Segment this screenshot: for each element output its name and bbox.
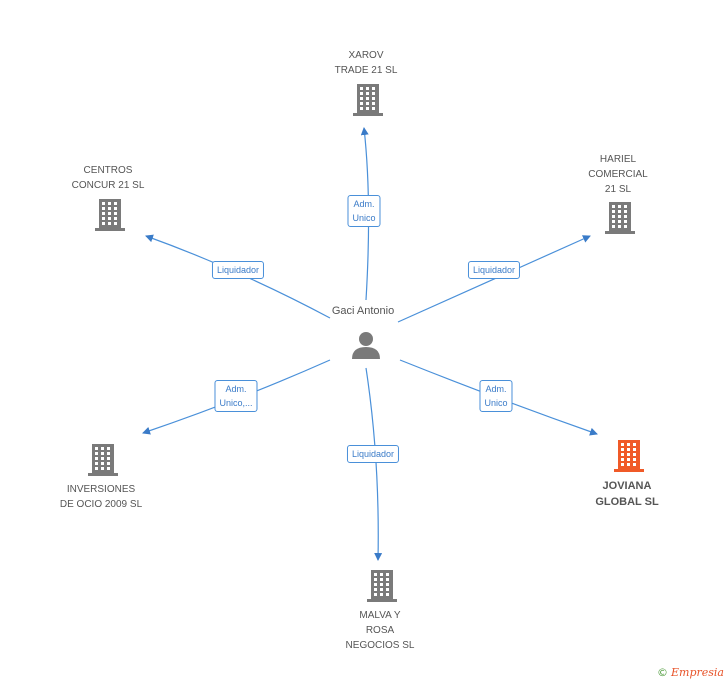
edge-label-malva[interactable]: Liquidador: [346, 445, 400, 463]
company-label-malva[interactable]: MALVA Y ROSA NEGOCIOS SL: [345, 610, 415, 651]
building-icon-inversiones[interactable]: [88, 444, 118, 476]
building-icon-hariel[interactable]: [605, 202, 635, 234]
edge-label-hariel[interactable]: Liquidador: [467, 261, 521, 279]
company-label-joviana[interactable]: JOVIANA GLOBAL SL: [595, 480, 659, 508]
company-label-inversiones[interactable]: INVERSIONES DE OCIO 2009 SL: [59, 484, 143, 510]
edge-label-centros[interactable]: Liquidador: [211, 261, 265, 279]
edge-label-joviana[interactable]: Adm. Unico: [479, 380, 513, 412]
brand-name: Empresia: [671, 666, 724, 679]
edge-hariel: [397, 235, 591, 323]
building-icon-joviana[interactable]: [614, 440, 644, 472]
person-icon[interactable]: [352, 332, 380, 359]
center-person-label[interactable]: Gaci Antonio: [331, 305, 395, 317]
building-icon-malva[interactable]: [367, 570, 397, 602]
company-label-hariel[interactable]: HARIEL COMERCIAL 21 SL: [588, 154, 648, 195]
copyright-icon: ©: [657, 666, 668, 679]
building-icon-centros[interactable]: [95, 199, 125, 231]
edge-label-inversiones[interactable]: Adm. Unico,...: [214, 380, 258, 412]
company-label-centros[interactable]: CENTROS CONCUR 21 SL: [71, 165, 145, 191]
empresia-brand: ©Empresia: [657, 666, 724, 679]
company-label-xarov[interactable]: XAROV TRADE 21 SL: [334, 50, 398, 76]
edge-label-xarov[interactable]: Adm. Unico: [347, 195, 381, 227]
building-icon-xarov[interactable]: [353, 84, 383, 116]
edge-malva: [365, 367, 383, 561]
